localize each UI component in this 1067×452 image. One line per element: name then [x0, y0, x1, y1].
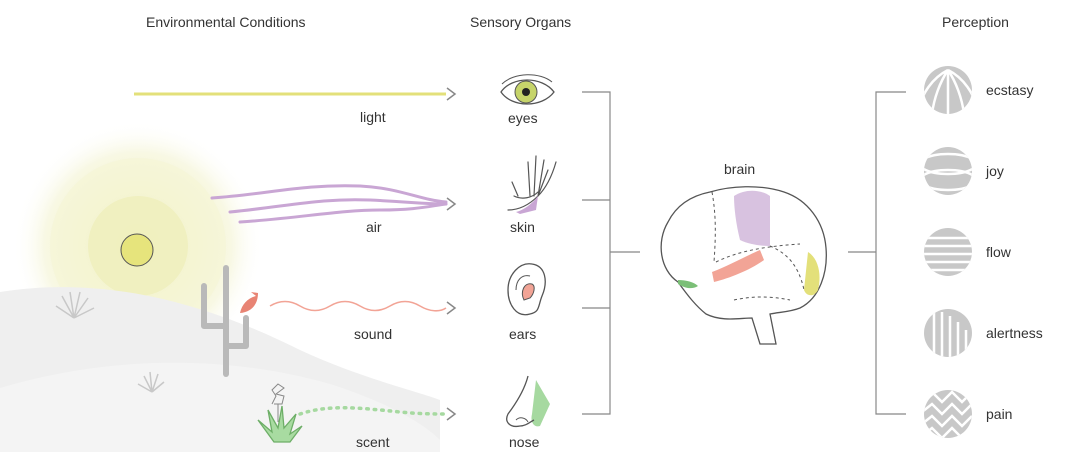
perception-label-joy: joy — [986, 163, 1004, 179]
perception-bracket — [848, 92, 906, 414]
perception-label-pain: pain — [986, 406, 1012, 422]
air-arrow-head — [447, 198, 455, 210]
brain-label: brain — [724, 161, 755, 177]
brain-icon — [661, 187, 826, 344]
organ-label-ears: ears — [509, 326, 536, 342]
hand-icon — [508, 156, 556, 214]
ear-icon — [508, 264, 545, 315]
joy-icon — [922, 147, 974, 195]
organs-bracket — [582, 92, 640, 414]
perception-label-alertness: alertness — [986, 325, 1043, 341]
flow-icon — [920, 228, 976, 276]
ecstasy-icon — [918, 66, 978, 114]
pain-icon — [922, 390, 972, 438]
perception-label-flow: flow — [986, 244, 1011, 260]
nose-icon — [507, 376, 550, 426]
perception-label-ecstasy: ecstasy — [986, 82, 1033, 98]
organ-label-nose: nose — [509, 434, 539, 450]
eye-icon — [501, 75, 554, 104]
stimulus-label-air: air — [366, 219, 382, 235]
organ-label-skin: skin — [510, 219, 535, 235]
sun-icon — [121, 234, 153, 266]
stimulus-label-sound: sound — [354, 326, 392, 342]
sound-arrow — [270, 302, 455, 315]
alertness-icon — [924, 309, 972, 358]
organ-label-eyes: eyes — [508, 110, 538, 126]
stimulus-label-light: light — [360, 109, 386, 125]
light-arrow — [134, 88, 455, 100]
stimulus-label-scent: scent — [356, 434, 389, 450]
